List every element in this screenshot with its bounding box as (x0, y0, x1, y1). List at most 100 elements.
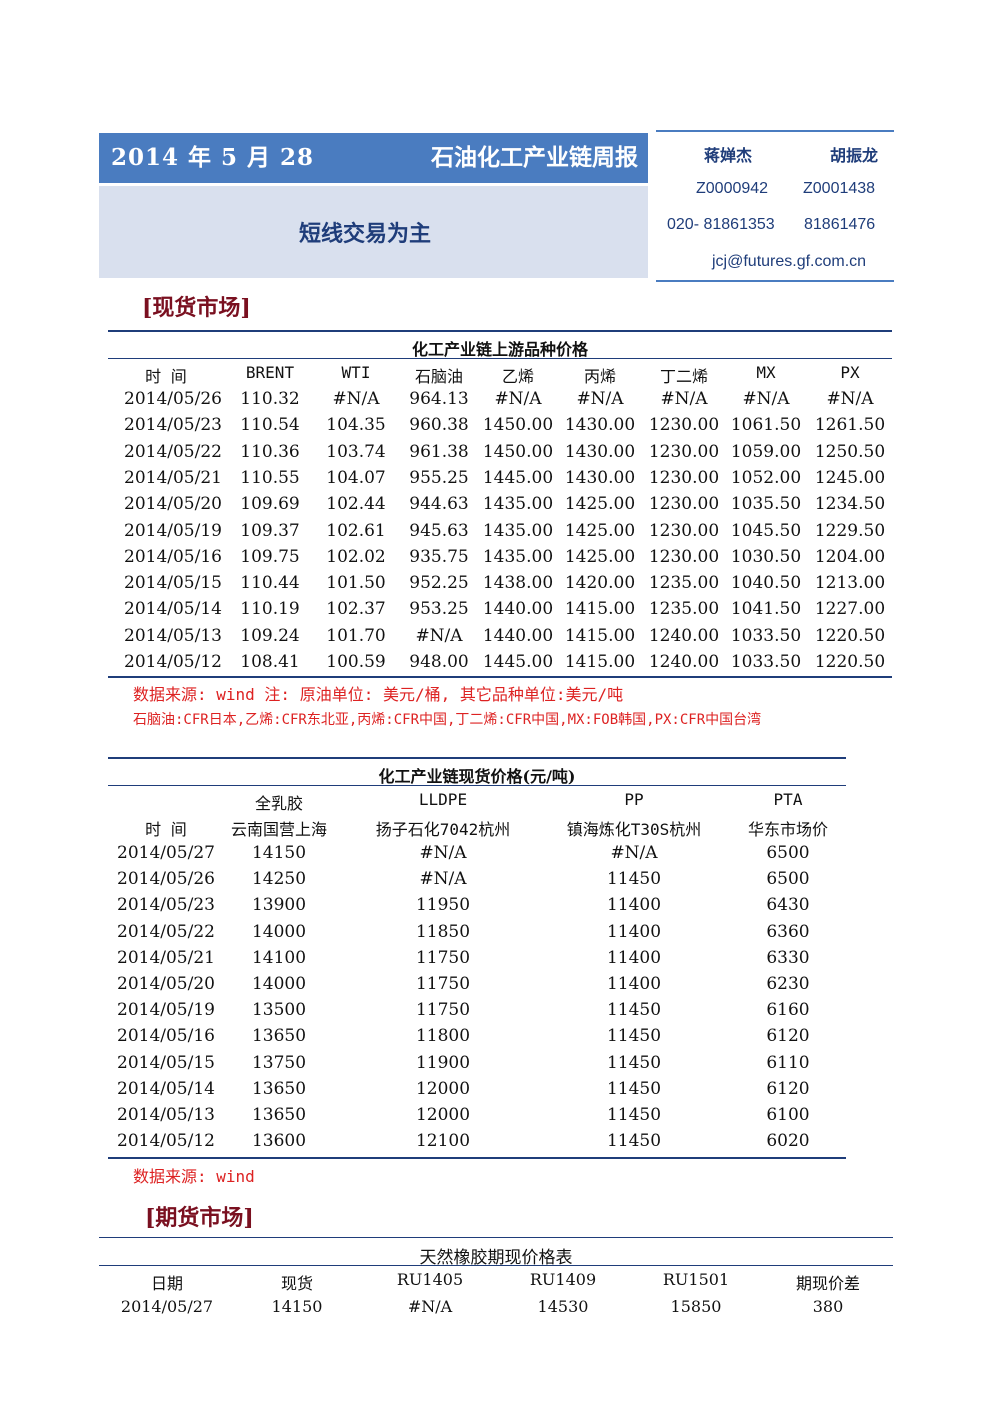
price-cell: 102.44 (326, 494, 386, 515)
row-date: 2014/05/19 (117, 1000, 215, 1021)
column-header: 期现价差 (795, 1274, 860, 1293)
price-cell: 1230.00 (648, 467, 720, 488)
price-cell: 948.00 (409, 652, 469, 672)
price-cell: 110.32 (240, 389, 300, 409)
price-cell: 11400 (606, 947, 662, 968)
price-cell: 11850 (415, 921, 471, 942)
price-cell: 1430.00 (564, 467, 636, 488)
row-date: 2014/05/16 (117, 1026, 215, 1047)
price-cell: 953.25 (409, 599, 469, 620)
price-cell: 1435.00 (482, 494, 554, 515)
price-cell: 14530 (537, 1297, 589, 1316)
price-cell: 6230 (766, 974, 810, 994)
column-header: 日期 (150, 1274, 183, 1293)
column-header: RU1501 (662, 1270, 730, 1289)
column-header: 乙烯 (501, 367, 534, 386)
price-cell: 1041.50 (730, 599, 802, 620)
price-cell: 1240.00 (648, 625, 720, 646)
price-cell: 11450 (606, 1131, 662, 1152)
price-cell: 1250.50 (814, 441, 886, 462)
price-cell: 6330 (766, 947, 810, 968)
price-cell: 1415.00 (564, 625, 636, 646)
price-cell: 11450 (606, 869, 662, 890)
price-cell: 6020 (766, 1131, 810, 1152)
price-cell: 13500 (251, 1000, 307, 1021)
price-cell: 1229.50 (814, 520, 886, 541)
price-cell: 109.24 (240, 625, 300, 646)
table-title: 化工产业链上游品种价格 (411, 340, 588, 359)
column-header: 扬子石化7042杭州 (375, 820, 511, 839)
header-divider (99, 183, 648, 186)
price-cell: 1425.00 (564, 520, 636, 541)
price-cell: 11400 (606, 895, 662, 916)
table-bottom-rule (108, 1157, 846, 1159)
price-cell: #N/A (742, 389, 790, 409)
price-cell: 1245.00 (814, 467, 886, 488)
column-header: RU1405 (396, 1270, 464, 1289)
column-header: 丙烯 (583, 367, 616, 386)
column-header: 丁二烯 (659, 367, 708, 386)
row-date: 2014/05/20 (124, 494, 222, 515)
row-date: 2014/05/26 (117, 869, 215, 890)
table-title: 天然橡胶期现价格表 (419, 1248, 573, 1268)
price-cell: 1213.00 (814, 573, 886, 594)
price-cell: 935.75 (409, 546, 469, 567)
column-header: MX (756, 363, 776, 382)
row-date: 2014/05/21 (117, 947, 215, 968)
row-date: 2014/05/27 (120, 1297, 214, 1316)
price-cell: 1261.50 (814, 415, 886, 436)
price-cell: 11450 (606, 1052, 662, 1073)
price-cell: 13900 (251, 895, 307, 916)
price-cell: 11450 (606, 1105, 662, 1125)
price-cell: 1435.00 (482, 546, 554, 567)
price-cell: 11450 (606, 1078, 662, 1099)
row-date: 2014/05/21 (124, 467, 222, 488)
price-cell: 1052.00 (730, 467, 802, 488)
row-date: 2014/05/15 (124, 573, 222, 594)
price-cell: #N/A (660, 389, 708, 409)
price-cell: 1235.00 (648, 573, 720, 594)
price-cell: 1240.00 (648, 652, 720, 672)
column-header: 石脑油 (414, 367, 463, 386)
price-cell: 6110 (766, 1052, 810, 1073)
price-cell: #N/A (826, 389, 874, 409)
price-cell: 14150 (271, 1297, 323, 1316)
price-cell: 1061.50 (730, 415, 802, 436)
price-cell: 1204.00 (814, 546, 886, 567)
column-header: 时 间 (145, 820, 187, 839)
table1-source-note: 数据来源: wind 注: 原油单位: 美元/桶, 其它品种单位:美元/吨 (133, 685, 624, 704)
price-cell: 110.19 (240, 599, 300, 620)
price-cell: 1440.00 (482, 599, 554, 620)
price-cell: #N/A (576, 389, 624, 409)
report-subtitle: 短线交易为主 (299, 221, 432, 247)
price-cell: 1450.00 (482, 415, 554, 436)
price-cell: 109.37 (240, 520, 300, 541)
column-header: RU1409 (529, 1270, 597, 1289)
price-cell: 1230.00 (648, 546, 720, 567)
price-cell: 1235.00 (648, 599, 720, 620)
column-header-top: 全乳胶 (254, 794, 303, 813)
price-cell: 102.37 (326, 599, 386, 620)
analyst-phone-2: 81861476 (804, 216, 876, 233)
price-cell: 102.61 (326, 520, 386, 541)
price-cell: 1220.50 (814, 652, 886, 672)
table-title-rule (108, 785, 846, 786)
row-date: 2014/05/22 (117, 921, 215, 942)
contact-panel: 蒋婵杰 胡振龙 Z0000942 Z0001438 020- 81861353 … (656, 130, 894, 282)
analyst-email[interactable]: jcj@futures.gf.com.cn (712, 253, 867, 270)
price-cell: 110.55 (240, 467, 300, 488)
price-cell: 944.63 (409, 494, 469, 515)
price-cell: 1230.00 (648, 520, 720, 541)
price-cell: #N/A (419, 869, 467, 890)
price-cell: 1227.00 (814, 599, 886, 620)
price-cell: 1059.00 (730, 441, 802, 462)
column-header: 云南国营上海 (230, 820, 327, 839)
price-cell: 1440.00 (482, 625, 554, 646)
price-cell: #N/A (415, 625, 463, 646)
price-cell: 11750 (415, 947, 471, 968)
price-cell: 1445.00 (482, 467, 554, 488)
section-spot-market: [现货市场] (142, 295, 251, 321)
price-cell: 1425.00 (564, 494, 636, 515)
